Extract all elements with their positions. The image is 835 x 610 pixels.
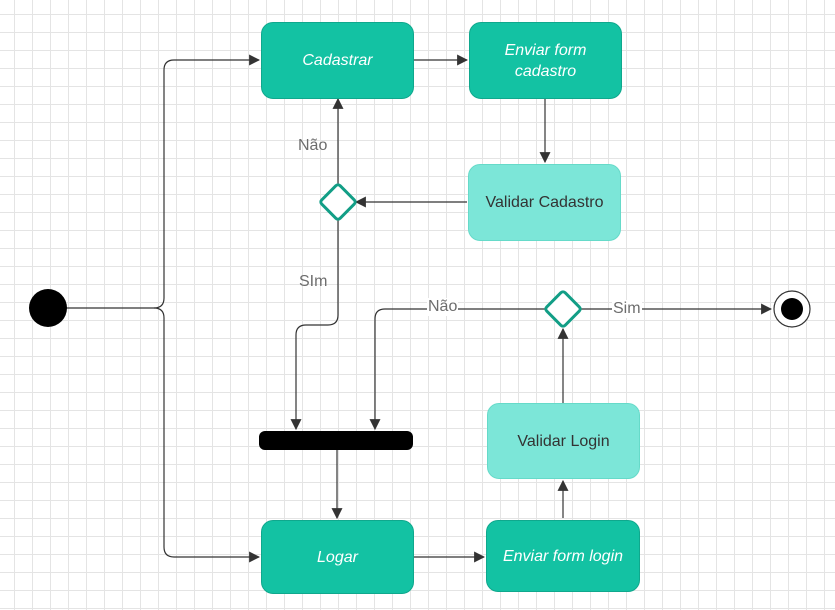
edge-decision-sim-to-join bbox=[290, 220, 339, 431]
node-logar: Logar bbox=[261, 520, 414, 594]
join-bar bbox=[259, 431, 413, 450]
node-enviar-form-cadastro-label: Enviar form cadastro bbox=[504, 41, 587, 80]
label-login-sim: Sim bbox=[612, 300, 642, 318]
node-validar-login: Validar Login bbox=[487, 403, 640, 479]
edge-login-nao-to-join bbox=[369, 308, 546, 431]
node-validar-cadastro-label: Validar Cadastro bbox=[485, 194, 604, 211]
label-cadastro-sim: SIm bbox=[299, 273, 328, 290]
node-enviar-form-login: Enviar form login bbox=[486, 520, 640, 592]
edge-to-cadastrar bbox=[153, 54, 261, 309]
edge-to-logar bbox=[153, 307, 261, 563]
decision-cadastro bbox=[319, 183, 357, 221]
node-enviar-form-cadastro: Enviar form cadastro bbox=[469, 22, 622, 99]
label-login-nao: Não bbox=[427, 298, 459, 316]
node-validar-login-label: Validar Login bbox=[517, 432, 610, 450]
label-cadastro-nao: Não bbox=[298, 137, 328, 154]
node-logar-label: Logar bbox=[317, 548, 358, 566]
final-node-core bbox=[781, 298, 803, 320]
initial-node bbox=[29, 289, 67, 327]
node-cadastrar: Cadastrar bbox=[261, 22, 414, 99]
decision-login bbox=[544, 290, 582, 328]
node-validar-cadastro: Validar Cadastro bbox=[468, 164, 621, 241]
node-cadastrar-label: Cadastrar bbox=[302, 52, 373, 69]
node-enviar-form-login-label: Enviar form login bbox=[502, 547, 624, 565]
